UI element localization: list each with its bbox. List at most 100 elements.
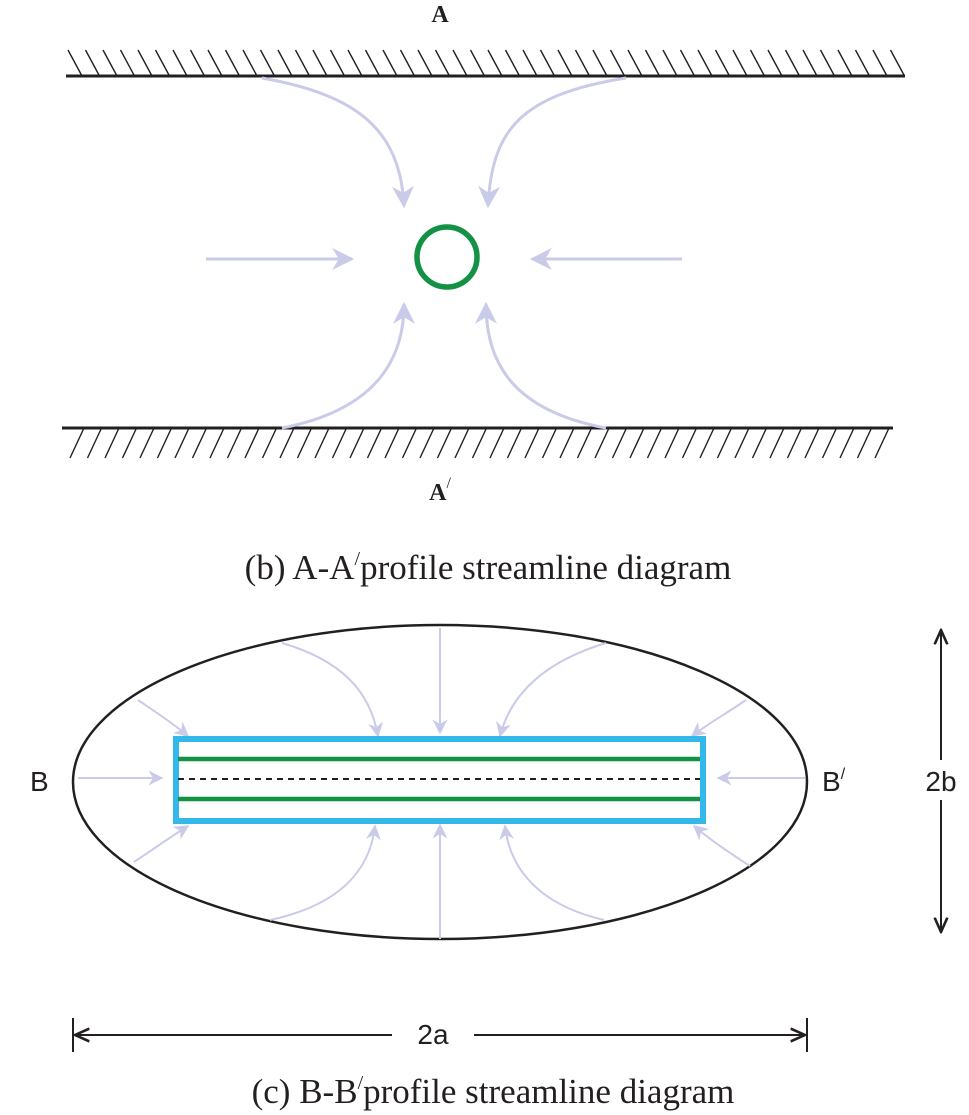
- hatch-top-mark-46: [872, 49, 888, 77]
- hatch-top-mark-32: [627, 49, 643, 77]
- hatch-top-mark-35: [679, 49, 696, 77]
- hatch-bottom-mark-8: [209, 427, 225, 459]
- wellbore-cross-section: [414, 224, 480, 290]
- hatch-top-mark-15: [329, 49, 346, 77]
- streamline-bottom-left: [281, 301, 415, 430]
- hatch-top-mark-12: [277, 49, 293, 77]
- hatch-bottom-mark-9: [226, 427, 243, 459]
- streamline-c-top-far-left: [137, 699, 190, 737]
- hatch-bottom-mark-34: [664, 427, 680, 459]
- hatch-top-mark-19: [399, 49, 416, 77]
- hatch-top-mark-23: [469, 49, 486, 77]
- streamline-c-top-far-right: [690, 699, 747, 737]
- hatch-top-mark-1: [84, 49, 101, 77]
- hatch-bottom-mark-7: [191, 427, 208, 459]
- fracture-zone-rectangle: [173, 736, 706, 824]
- hatch-top-mark-5: [154, 49, 171, 77]
- hatch-top-mark-29: [574, 49, 591, 77]
- hatch-top-mark-27: [539, 49, 556, 77]
- hatch-top-mark-45: [854, 49, 871, 77]
- streamline-c-bottom-far-left: [133, 825, 190, 863]
- hatch-top-mark-10: [242, 49, 258, 77]
- streamline-c-bottom-right: [499, 824, 605, 921]
- hatch-bottom-mark-6: [174, 427, 190, 459]
- hatch-bottom-mark-35: [681, 427, 698, 459]
- hatch-top-mark-18: [382, 49, 398, 77]
- hatch-bottom-mark-39: [751, 427, 768, 459]
- hatch-top-mark-2: [102, 49, 118, 77]
- hatch-top-mark-41: [784, 49, 801, 77]
- section-label-a-prime: A/: [429, 475, 451, 506]
- hatch-top-mark-0: [67, 49, 83, 77]
- hatch-top-mark-14: [312, 49, 328, 77]
- hatch-bottom-mark-17: [366, 427, 383, 459]
- hatch-top-mark-30: [592, 49, 608, 77]
- streamline-top-right: [478, 76, 627, 209]
- hatch-bottom-mark-31: [611, 427, 628, 459]
- hatch-bottom-mark-32: [629, 427, 645, 459]
- hatch-bottom-mark-29: [576, 427, 593, 459]
- streamline-bottom-right: [475, 301, 607, 430]
- hatch-top-mark-26: [522, 49, 538, 77]
- hatch-bottom-mark-11: [261, 427, 278, 459]
- hatch-top-mark-43: [819, 49, 836, 77]
- hatch-bottom-mark-30: [594, 427, 610, 459]
- hatch-bottom-mark-28: [559, 427, 575, 459]
- hatch-bottom-mark-44: [839, 427, 855, 459]
- hatch-bottom-mark-43: [821, 427, 838, 459]
- caption-c-suffix: profile streamline diagram: [363, 1072, 734, 1111]
- section-label-b: B: [30, 766, 49, 797]
- hatch-top-mark-36: [697, 49, 713, 77]
- hatch-bottom-mark-27: [541, 427, 558, 459]
- hatch-bottom-mark-0: [69, 427, 85, 459]
- hatch-bottom-mark-18: [384, 427, 400, 459]
- hatch-bottom-mark-16: [349, 427, 365, 459]
- streamline-c-top-left: [281, 642, 384, 738]
- bottom-boundary-hatching: [69, 427, 890, 459]
- hatch-top-mark-4: [137, 49, 153, 77]
- streamline-c-bottom-far-right: [692, 825, 751, 867]
- hatch-top-mark-21: [434, 49, 451, 77]
- caption-c: (c) B-B/profile streamline diagram: [252, 1072, 735, 1111]
- hatch-top-mark-9: [224, 49, 241, 77]
- hatch-top-mark-33: [644, 49, 661, 77]
- hatch-bottom-mark-38: [734, 427, 750, 459]
- section-label-a: A: [431, 2, 449, 28]
- panel-b-streamlines: [206, 76, 682, 430]
- caption-b-prefix: (b) A-A: [245, 548, 356, 587]
- height-dimension-label: 2b: [925, 766, 956, 797]
- top-boundary-hatching: [67, 49, 906, 77]
- width-dimension-label: 2a: [417, 1019, 449, 1050]
- hatch-bottom-mark-4: [139, 427, 155, 459]
- hatch-top-mark-44: [837, 49, 853, 77]
- hatch-bottom-mark-46: [874, 427, 890, 459]
- hatch-top-mark-13: [294, 49, 311, 77]
- hatch-bottom-mark-26: [524, 427, 540, 459]
- hatch-bottom-mark-5: [156, 427, 173, 459]
- hatch-bottom-mark-41: [786, 427, 803, 459]
- hatch-bottom-mark-20: [419, 427, 435, 459]
- hatch-top-mark-7: [189, 49, 206, 77]
- caption-b-prime: /: [355, 548, 361, 570]
- hatch-top-mark-20: [417, 49, 433, 77]
- hatch-bottom-mark-23: [471, 427, 488, 459]
- hatch-bottom-mark-10: [244, 427, 260, 459]
- panel-b: A A/ (b) A-A/profile streamline diagram: [62, 2, 906, 587]
- hatch-bottom-mark-2: [104, 427, 120, 459]
- hatch-top-mark-28: [557, 49, 573, 77]
- hatch-bottom-mark-19: [401, 427, 418, 459]
- hatch-bottom-mark-40: [769, 427, 785, 459]
- streamline-c-bottom-left: [269, 824, 381, 921]
- hatch-top-mark-16: [347, 49, 363, 77]
- hatch-bottom-mark-13: [296, 427, 313, 459]
- hatch-bottom-mark-37: [716, 427, 733, 459]
- hatch-top-mark-17: [364, 49, 381, 77]
- hatch-bottom-mark-3: [121, 427, 138, 459]
- caption-b: (b) A-A/profile streamline diagram: [245, 548, 732, 587]
- streamline-top-left: [261, 76, 414, 209]
- hatch-top-mark-6: [172, 49, 188, 77]
- hatch-top-mark-8: [207, 49, 223, 77]
- hatch-top-mark-40: [767, 49, 783, 77]
- hatch-bottom-mark-25: [506, 427, 523, 459]
